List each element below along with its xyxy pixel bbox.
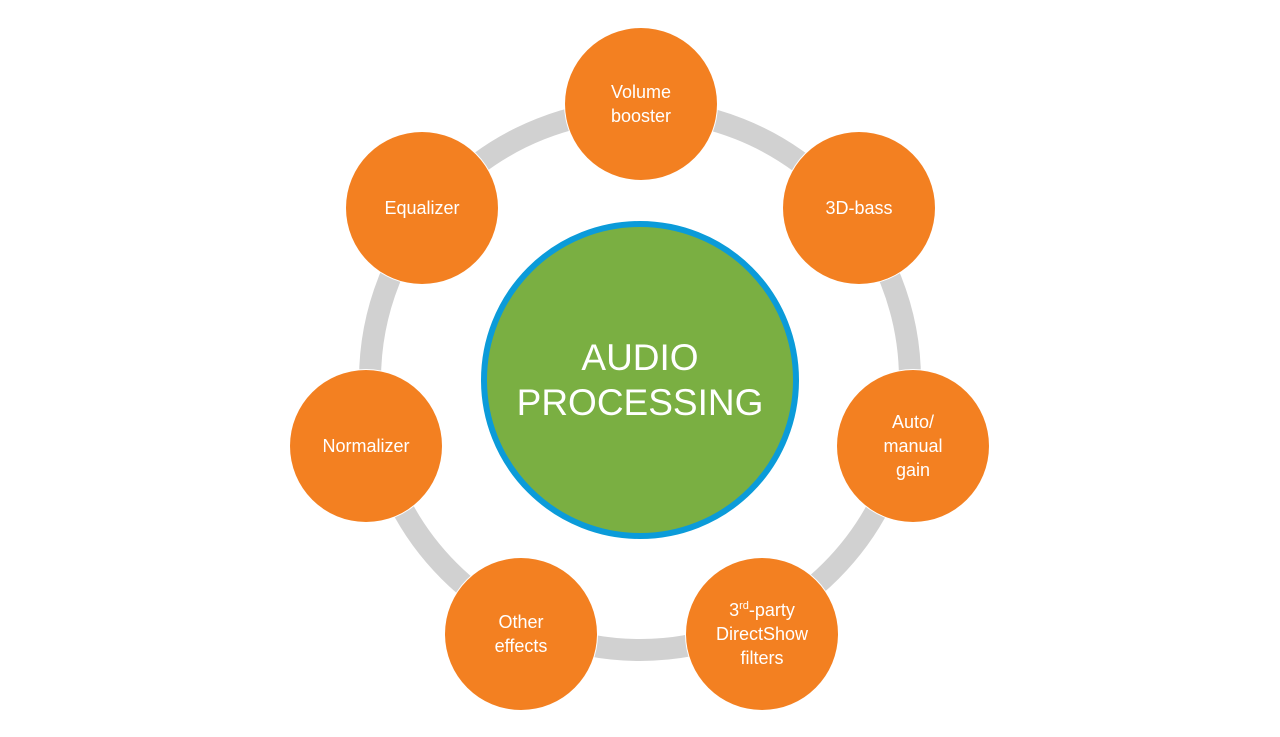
node-other-effects: Other effects <box>445 558 597 710</box>
node-volume-booster: Volume booster <box>565 28 717 180</box>
node-auto-manual-gain: Auto/ manual gain <box>837 370 989 522</box>
node-label-line: 3D-bass <box>825 198 893 218</box>
node-label-line: manual <box>883 436 943 456</box>
node-label-line: effects <box>494 636 548 656</box>
node-normalizer: Normalizer <box>290 370 442 522</box>
node-label-line: filters <box>740 648 784 668</box>
ordinal-superscript: rd <box>739 600 749 612</box>
node-equalizer: Equalizer <box>346 132 498 284</box>
ordinal-number: 3 <box>729 600 740 620</box>
node-label-line: 3rd-party <box>716 598 808 622</box>
node-label-line: Auto/ <box>891 412 934 432</box>
node-label-line: Volume <box>610 82 672 102</box>
node-label-line: Normalizer <box>322 436 410 456</box>
node-label-line: DirectShow <box>715 624 809 644</box>
node-label-line: Other <box>498 612 544 632</box>
node-directshow-filters: 3rd-party DirectShow filters <box>686 558 838 710</box>
hub-title-line-1: AUDIO <box>581 337 699 378</box>
hub-title-line-2: PROCESSING <box>516 382 764 423</box>
node-3d-bass: 3D-bass <box>783 132 935 284</box>
node-label-line: booster <box>610 106 672 126</box>
node-label-line: Equalizer <box>384 198 460 218</box>
node-label-line: gain <box>895 460 930 480</box>
center-hub: AUDIO PROCESSING <box>481 221 799 539</box>
ordinal-suffix: -party <box>748 600 795 620</box>
